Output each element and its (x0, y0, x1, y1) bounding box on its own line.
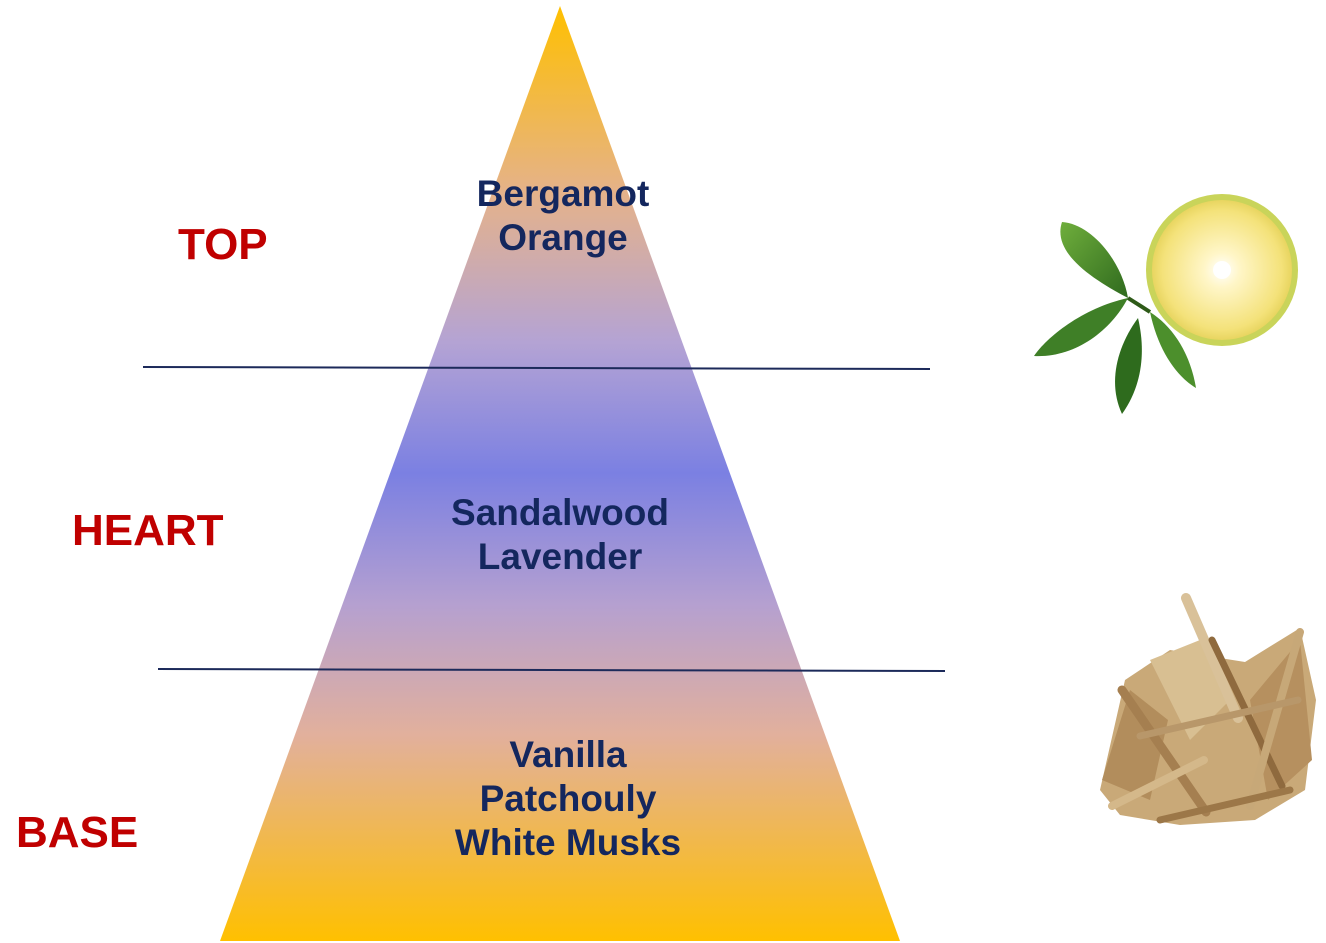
heart-note: Sandalwood (451, 492, 669, 533)
base-note: Vanilla (509, 734, 627, 775)
base-note: Patchouly (479, 778, 657, 819)
base-notes: Vanilla Patchouly White Musks (418, 733, 718, 865)
top-note: Bergamot (476, 173, 650, 214)
base-tier-label: BASE (16, 808, 139, 857)
top-notes: Bergamot Orange (413, 172, 713, 260)
top-note: Orange (498, 217, 628, 258)
heart-tier-label: HEART (72, 506, 224, 555)
bergamot-orange-image (1034, 194, 1298, 414)
pyramid (220, 6, 900, 941)
heart-note: Lavender (477, 536, 643, 577)
divider-top-heart (142, 366, 931, 370)
heart-notes: Sandalwood Lavender (410, 491, 710, 579)
base-note: White Musks (454, 822, 682, 863)
top-tier-label: TOP (178, 220, 268, 269)
divider-heart-base (157, 668, 946, 672)
sandalwood-chips-image (1100, 593, 1316, 825)
